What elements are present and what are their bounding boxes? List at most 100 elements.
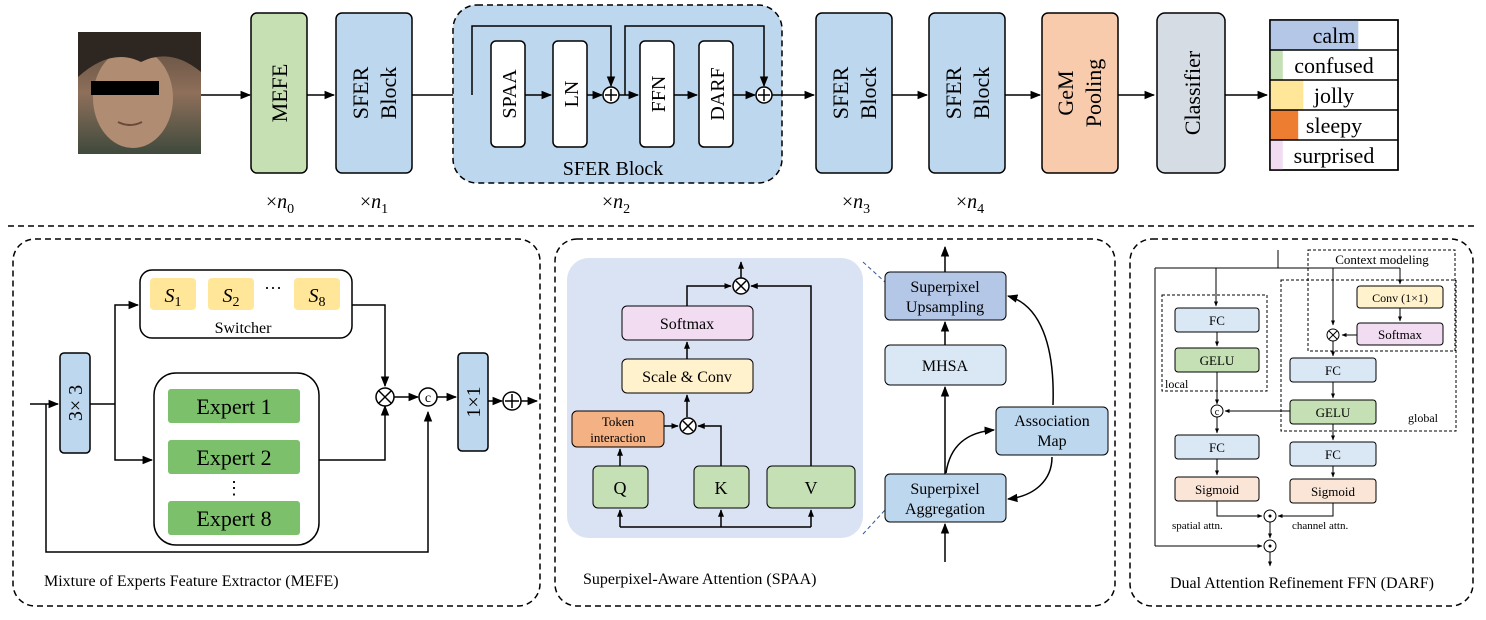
times-sign: × xyxy=(842,191,853,213)
spaa-softmax-box xyxy=(621,305,754,341)
label-bar-surprised xyxy=(1270,140,1283,170)
sfer-block-1: SFER Block xyxy=(335,12,413,174)
local-fc-label: FC xyxy=(1209,313,1225,328)
ln-box xyxy=(552,40,588,148)
association-map-box xyxy=(995,406,1109,456)
conv3x3-box xyxy=(59,352,91,454)
mhsa-label: MHSA xyxy=(922,358,969,375)
expert-1-label: Expert 1 xyxy=(196,394,271,419)
global-fc-label: FC xyxy=(1325,363,1341,378)
label-bar-confused xyxy=(1270,50,1283,80)
n-var: n xyxy=(371,191,381,213)
residual-add-2 xyxy=(755,86,773,104)
expert-2-label: Expert 2 xyxy=(196,445,271,470)
ffn-box xyxy=(639,40,675,148)
repetition-n2: ×n2 xyxy=(602,191,630,217)
odot-node-1 xyxy=(1263,509,1277,523)
expert-1 xyxy=(168,389,300,423)
label-jolly: jolly xyxy=(1313,83,1354,108)
conv1x1-box xyxy=(457,352,489,452)
switch-s8 xyxy=(294,278,340,310)
k-box xyxy=(693,465,750,509)
spaa-panel: Softmax Scale & Conv Token interaction Q… xyxy=(554,238,1116,607)
n-subscript: 4 xyxy=(977,202,984,217)
switcher: S1 S2 S8 ··· Switcher xyxy=(139,269,353,339)
ffn-label: FFN xyxy=(648,76,670,113)
expert-8 xyxy=(168,501,300,535)
scale-conv-box xyxy=(621,358,754,394)
emotion-label-table: calm confused jolly sleepy surprised xyxy=(1269,19,1399,171)
face-image xyxy=(78,32,201,154)
repetition-n0: ×n0 xyxy=(266,191,294,217)
label-bar-jolly xyxy=(1270,80,1304,110)
darf-multiply-node xyxy=(1326,328,1340,342)
darf-box xyxy=(698,40,734,148)
spaa-label: SPAA xyxy=(499,69,521,119)
conv3x3-label: 3× 3 xyxy=(65,385,87,421)
gem-line1: GeM xyxy=(1053,70,1078,115)
token-line1: Token xyxy=(602,414,635,429)
repetition-n3: ×n3 xyxy=(842,191,870,217)
token-line2: interaction xyxy=(590,430,646,445)
repetition-n4: ×n4 xyxy=(956,191,984,217)
q-box xyxy=(592,465,649,509)
darf-caption: Dual Attention Refinement FFN (DARF) xyxy=(1170,575,1434,592)
times-sign: × xyxy=(602,191,613,213)
mefe-stage: MEFE xyxy=(250,12,308,174)
darf-softmax-box xyxy=(1356,322,1444,346)
n-subscript: 0 xyxy=(287,202,294,217)
sfer-block-1-line2: Block xyxy=(376,67,401,120)
switch-s-var: S xyxy=(309,285,319,307)
spaa-caption: Superpixel-Aware Attention (SPAA) xyxy=(583,571,816,588)
ln-label: LN xyxy=(561,81,583,108)
local-label: local xyxy=(1165,377,1189,391)
v-label: V xyxy=(805,478,818,498)
gem-pooling: GeM Pooling xyxy=(1041,12,1119,174)
expert-2 xyxy=(168,440,300,474)
mefe-caption: Mixture of Experts Feature Extractor (ME… xyxy=(44,573,339,590)
switch-dots: ··· xyxy=(264,278,282,298)
label-confused: confused xyxy=(1294,53,1373,78)
switch-s1 xyxy=(150,278,196,310)
n-var: n xyxy=(277,191,287,213)
spaa-box xyxy=(490,40,526,148)
svg-text:×n1: ×n1 xyxy=(360,191,388,217)
mefe-label: MEFE xyxy=(267,64,292,123)
spaa-multiply-qk xyxy=(679,417,697,435)
switch-s-var: S xyxy=(165,285,175,307)
svg-text:S1: S1 xyxy=(165,285,182,310)
classifier: Classifier xyxy=(1156,12,1226,174)
sfer-block-3-line1: SFER xyxy=(828,66,853,119)
sfer-block-3-line2: Block xyxy=(856,67,881,120)
v-box xyxy=(766,465,856,509)
sfer-block-1-line1: SFER xyxy=(348,66,373,119)
context-modeling-label: Context modeling xyxy=(1335,252,1429,267)
label-sleepy: sleepy xyxy=(1306,113,1362,138)
upsampling-line2: Upsampling xyxy=(906,299,984,316)
assoc-line2: Map xyxy=(1037,433,1066,450)
output-add-node xyxy=(502,391,522,411)
sfer-block-4-line1: SFER xyxy=(941,66,966,119)
superpixel-upsampling-box xyxy=(884,271,1007,321)
concat-symbol: c xyxy=(425,391,431,406)
conv1x1-label: 1×1 xyxy=(463,386,485,417)
switcher-label: Switcher xyxy=(215,320,273,337)
aggregation-line1: Superpixel xyxy=(910,481,980,498)
local-gelu-label: GELU xyxy=(1200,353,1235,368)
switch-s2 xyxy=(208,278,254,310)
label-bar-sleepy xyxy=(1270,110,1299,140)
sfer-block-expanded: SPAA LN FFN DARF SFER Block xyxy=(452,4,783,184)
mefe-panel: 3× 3 S1 S2 S8 ··· Switcher Expert 1 Expe… xyxy=(12,238,541,607)
darf-concat-symbol: c xyxy=(1215,407,1220,418)
multiply-node xyxy=(375,387,395,407)
channel-attn-label: channel attn. xyxy=(1292,520,1348,532)
spatial-sigmoid-label: Sigmoid xyxy=(1195,482,1240,497)
darf-panel: Context modeling local global Conv (1×1)… xyxy=(1129,238,1474,607)
context-modeling-region xyxy=(1307,249,1456,352)
gem-line2: Pooling xyxy=(1081,59,1106,127)
darf-label: DARF xyxy=(707,67,729,120)
upsampling-line1: Superpixel xyxy=(910,279,980,296)
svg-text:×n3: ×n3 xyxy=(842,191,870,217)
svg-text:S8: S8 xyxy=(309,285,326,310)
